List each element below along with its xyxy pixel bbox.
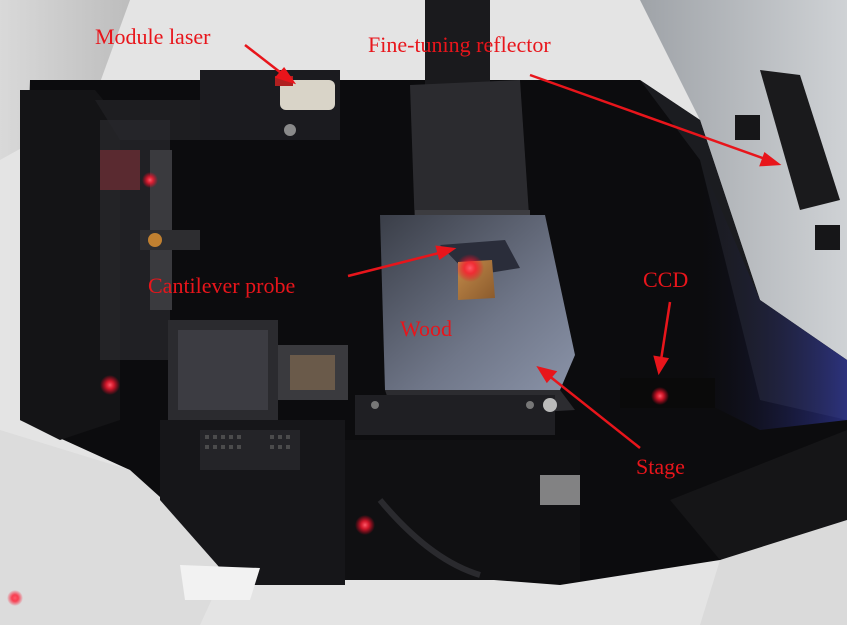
arrow-ccd bbox=[653, 301, 672, 376]
annotation-arrows bbox=[244, 44, 782, 449]
laser-reflections bbox=[7, 172, 158, 606]
bottom-electronics bbox=[345, 440, 580, 580]
ccd-sensor bbox=[620, 378, 715, 408]
fine-tuning-reflector bbox=[735, 70, 840, 250]
module-laser bbox=[200, 70, 340, 140]
front-tray bbox=[180, 565, 260, 600]
annotation-labels: Module laser Fine-tuning reflector Canti… bbox=[95, 24, 688, 479]
right-frame bbox=[670, 430, 847, 560]
adjustment-screws bbox=[100, 150, 200, 250]
arrow-fine-tuning-reflector bbox=[529, 73, 782, 167]
arrow-cantilever-probe bbox=[347, 245, 457, 278]
control-board bbox=[160, 420, 345, 585]
probe-and-sample bbox=[440, 240, 520, 300]
arrow-module-laser bbox=[244, 44, 297, 85]
label-fine-tuning-reflector: Fine-tuning reflector bbox=[368, 32, 551, 57]
label-stage: Stage bbox=[636, 454, 685, 479]
stepper-motor bbox=[168, 320, 348, 420]
label-module-laser: Module laser bbox=[95, 24, 211, 49]
label-ccd: CCD bbox=[643, 267, 688, 292]
label-wood: Wood bbox=[400, 316, 452, 341]
label-cantilever-probe: Cantilever probe bbox=[148, 273, 295, 298]
arrow-stage bbox=[536, 366, 641, 449]
stage-plate bbox=[355, 215, 575, 435]
